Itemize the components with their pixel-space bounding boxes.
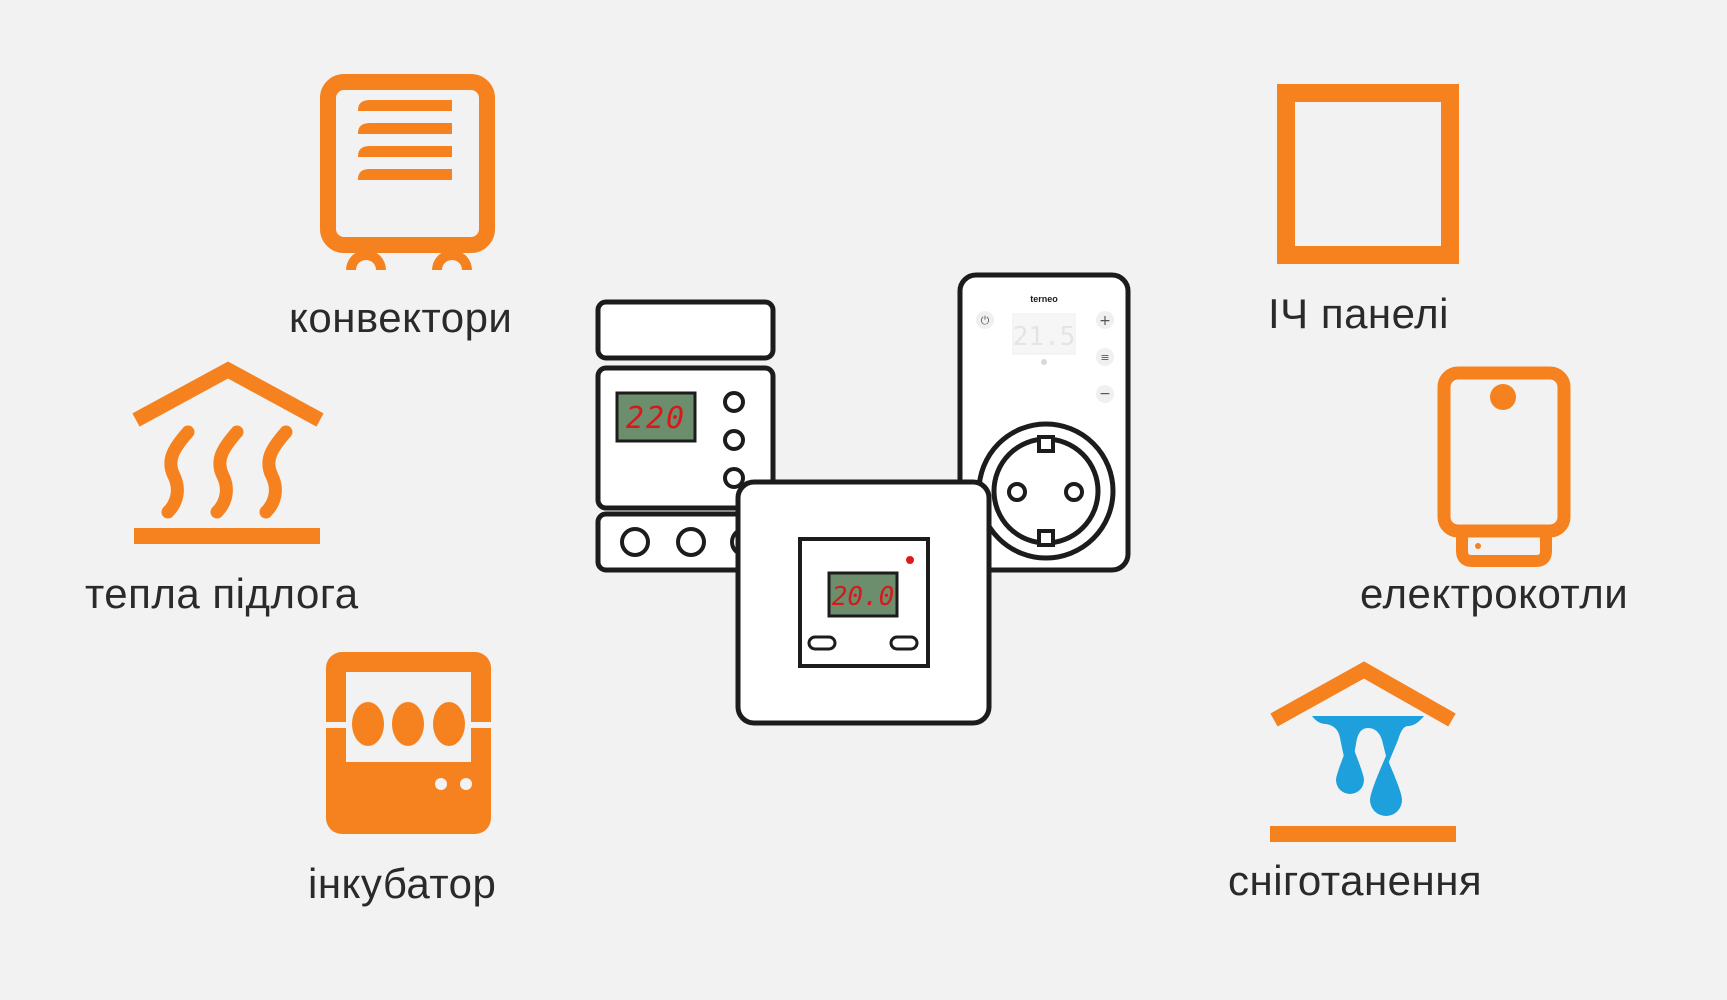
label-warm-floor: тепла підлога <box>85 570 359 617</box>
snow-melting-icon <box>1270 661 1456 842</box>
label-electric-boilers: електрокотли <box>1360 570 1629 617</box>
incubator-icon <box>326 652 491 834</box>
ir-panel-icon <box>1277 84 1459 264</box>
socket-brand-label: terneo <box>1030 294 1058 304</box>
label-ir-panels: ІЧ панелі <box>1268 290 1449 337</box>
wall-display-value: 20.0 <box>832 582 895 612</box>
menu-icon: ≡ <box>1100 351 1109 364</box>
wall-thermostat <box>735 479 992 726</box>
din-rail-thermostat <box>595 299 776 573</box>
electric-boiler-icon <box>1437 366 1571 567</box>
label-convectors: конвектори <box>289 294 513 341</box>
label-incubator: інкубатор <box>308 860 497 907</box>
status-led <box>906 556 914 564</box>
plus-icon: + <box>1099 313 1111 329</box>
power-icon: ⏻ <box>981 314 990 327</box>
minus-icon: − <box>1099 386 1111 402</box>
socket-thermostat <box>957 272 1131 573</box>
convector-icon <box>320 74 495 270</box>
din-display-value: 220 <box>626 401 686 436</box>
label-snow-melting: сніготанення <box>1228 857 1483 904</box>
socket-display-value: 21.5 <box>1013 322 1076 352</box>
warm-floor-icon <box>132 361 324 544</box>
